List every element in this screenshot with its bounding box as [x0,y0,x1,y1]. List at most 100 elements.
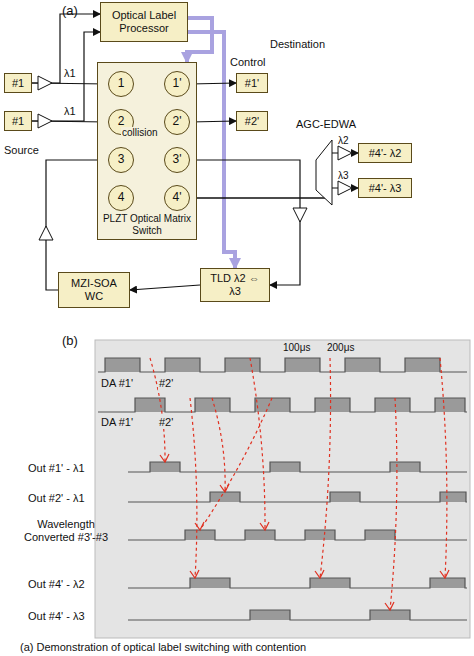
amplifier-symbol [38,76,52,90]
box-label: Optical Label Processor [105,9,183,34]
port-circle: 1 [108,71,134,97]
box-label: MZI-SOA WC [63,277,125,302]
panel-letter: (b) [62,334,78,349]
port-number: 3 [118,153,125,167]
red-dotted-guide [212,398,225,492]
pulse-block [185,530,215,540]
port-number: 1 [118,77,125,91]
annotation-label: Control [230,56,265,69]
pulse-block [390,462,420,472]
annotation-label: AGC-EDWA [296,118,356,131]
annotation-label: λ1 [64,105,76,118]
red-dotted-guide [250,358,265,530]
pulse-block [310,578,350,588]
red-dotted-guide [440,358,447,578]
port-number: 1' [173,77,182,91]
scope-screen [95,340,470,638]
demux-symbol [316,140,332,205]
annotation-label: #2' [158,416,174,429]
box-label: #1 [12,77,24,90]
pulse-block [210,492,240,502]
pulse-block [305,530,335,540]
annotation-label: DA #1' [100,416,134,429]
optical-path [190,160,300,285]
pulse-block [315,398,350,412]
pulse-block [285,358,320,372]
port-circle: 1' [164,71,190,97]
control-line [187,18,212,62]
pulse-block [190,578,230,588]
process-box: Optical Label Processor [100,2,188,42]
annotation-label: Out #2' - λ1 [28,492,85,505]
red-dotted-guide [320,358,331,578]
port-number: 3' [173,153,182,167]
box-label: #1 [12,115,24,128]
pulse-block [370,610,410,620]
port-number: 4' [173,191,182,205]
port-number: 2' [173,115,182,129]
box-label: TLD λ2 ⇔ λ3 [205,272,265,297]
red-arrowhead [385,602,394,610]
pulse-block [165,358,200,372]
scope-trace [128,610,467,620]
pulse-block [375,398,410,412]
annotation-label: Source [4,144,39,157]
port-circle: 4' [164,185,190,211]
amplifier-symbol [338,181,352,195]
optical-path [190,188,358,198]
process-box: #4'- λ2 [358,143,412,163]
optical-path [130,285,200,290]
pulse-block [270,462,300,472]
box-label: #2' [245,115,259,128]
pulse-block [225,358,260,372]
annotation-label: Wavelength Converted #3'-#3 [14,518,118,543]
scope-trace [128,492,467,502]
pulse-block [150,462,180,472]
port-circle: 4 [108,185,134,211]
process-box: #1 [4,111,32,131]
optical-path [32,32,100,121]
pulse-block [430,578,465,588]
pulse-block [330,492,360,502]
pulse-block [345,358,380,372]
annotation-label: Destination [270,38,325,51]
annotation-label: λ2 [338,135,349,147]
port-circle: 3 [108,147,134,173]
annotation-label: #2' [158,377,174,390]
annotation-label: Out #4' - λ2 [28,578,85,591]
annotation-label: 200μs [326,342,355,354]
red-arrowhead [160,454,169,462]
port-circle: 2' [164,109,190,135]
annotation-label: λ3 [338,170,349,182]
switch-box: PLZT Optical Matrix Switch12341'2'3'4' [97,62,197,240]
panel-letter: (a) [62,4,78,19]
pulse-block [250,610,290,620]
scope-trace [128,578,467,588]
red-arrowhead [440,570,449,578]
scope-trace [98,398,467,412]
amplifier-symbol [39,226,53,240]
box-label: PLZT Optical Matrix Switch [98,213,196,236]
pulse-block [255,398,290,412]
pulse-block [245,530,275,540]
pulse-block [365,530,395,540]
red-arrowhead [315,570,324,578]
annotation-label: Out #4' - λ3 [28,610,85,623]
process-box: #2' [236,111,268,131]
figure-caption: (a) Demonstration of optical label switc… [20,641,306,654]
red-dotted-guide [200,398,272,530]
red-dotted-guide [150,358,165,462]
annotation-label: DA #1' [100,377,134,390]
port-circle: 3' [164,147,190,173]
pulse-block [405,358,440,372]
pulse-block [105,358,140,372]
process-box: #4'- λ3 [358,178,412,198]
annotation-label: Out #1' - λ1 [28,462,85,475]
amplifier-symbol [38,114,52,128]
red-dotted-guide [190,398,197,578]
annotation-label: 100μs [282,342,311,354]
scope-trace [128,530,467,540]
box-label: #1' [245,77,259,90]
process-box: #1' [236,73,268,93]
process-box: #1 [4,73,32,93]
